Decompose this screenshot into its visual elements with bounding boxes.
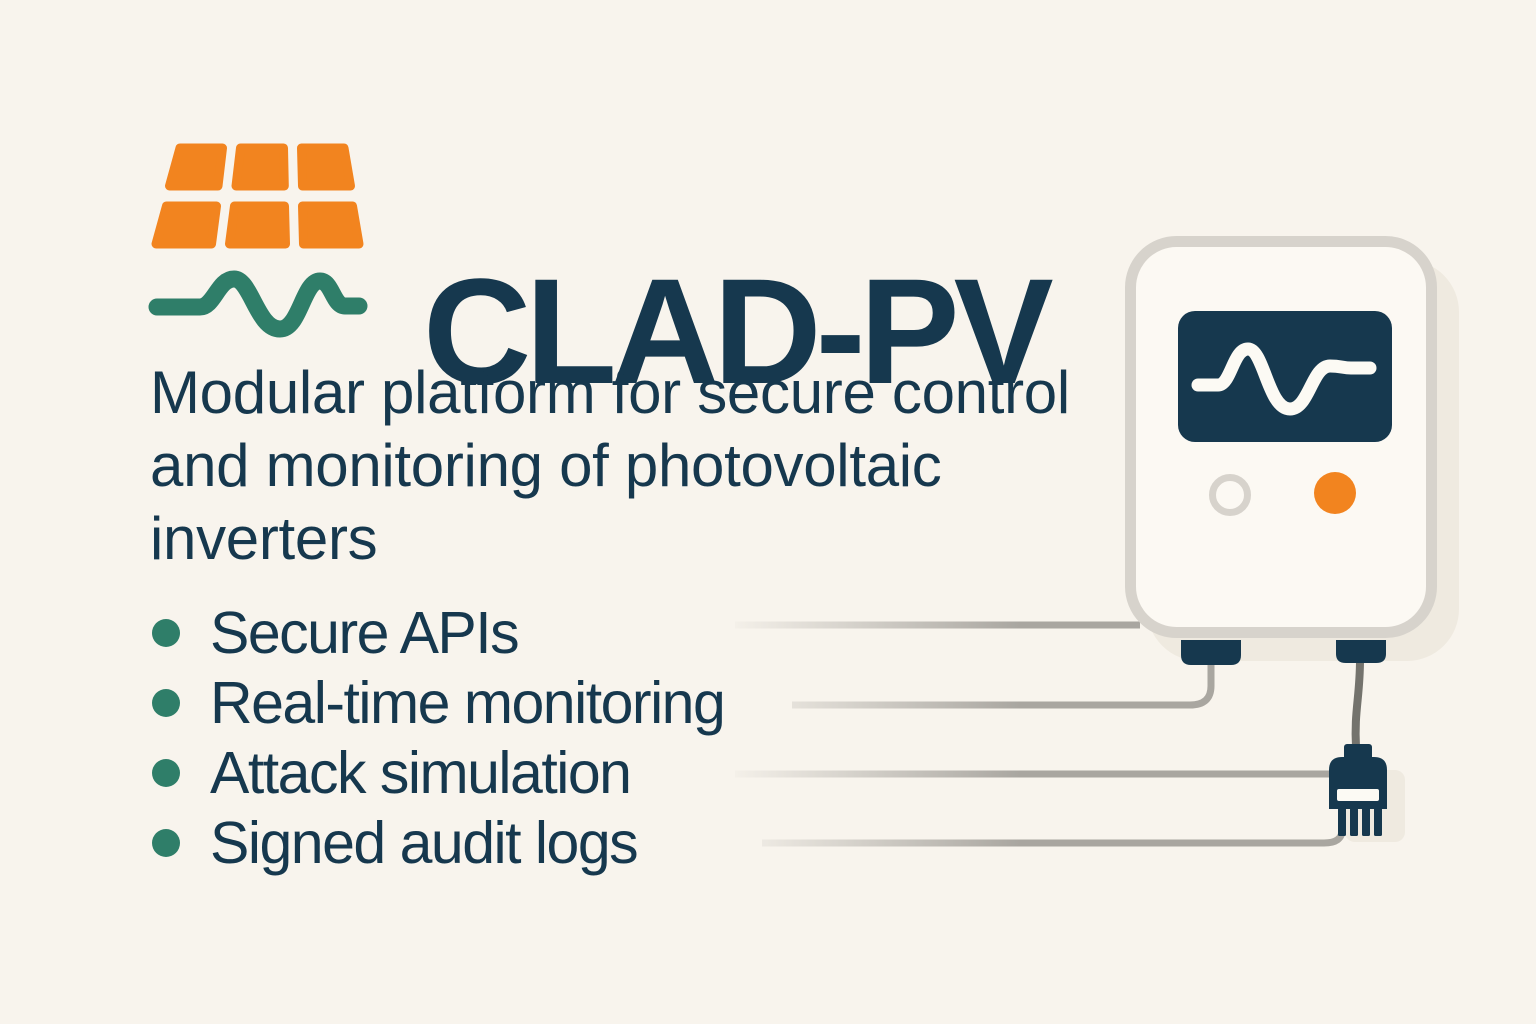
plug-prong (1362, 808, 1370, 836)
round-indicator-button (1209, 474, 1251, 516)
page-title: CLAD-PV (423, 246, 1054, 415)
plug-neck (1344, 744, 1372, 762)
list-item: Attack simulation (152, 738, 724, 808)
feature-list: Secure APIs Real-time monitoring Attack … (152, 598, 726, 878)
feature-label: Attack simulation (210, 740, 632, 806)
feature-label: Signed audit logs (210, 810, 639, 876)
inverter-screen (1178, 311, 1392, 442)
orange-status-led (1314, 472, 1356, 514)
list-item: Signed audit logs (152, 808, 724, 878)
power-plug-icon (1329, 744, 1387, 836)
bullet-dot-icon (152, 689, 180, 717)
plug-prong (1374, 808, 1382, 836)
plug-body (1329, 757, 1387, 809)
bullet-dot-icon (152, 759, 180, 787)
feature-label: Secure APIs (210, 600, 520, 666)
subtitle-line: Modular platform for secure control (150, 359, 1070, 426)
inverter-body (1125, 236, 1437, 638)
bullet-dot-icon (152, 829, 180, 857)
plug-slot (1337, 789, 1379, 801)
list-item: Real-time monitoring (152, 668, 726, 738)
mounting-foot-right (1336, 640, 1386, 663)
sine-wave-icon (1191, 342, 1377, 416)
mounting-foot-left (1181, 640, 1241, 665)
plug-prong (1338, 808, 1346, 836)
connector-line-4 (762, 829, 1346, 847)
list-item: Secure APIs (152, 598, 724, 668)
plug-prong (1350, 808, 1358, 836)
power-cable (1351, 656, 1364, 751)
bullet-dot-icon (152, 619, 180, 647)
clad-pv-logo (148, 143, 368, 338)
sine-wave-icon (148, 270, 368, 338)
drop-shadow (1147, 260, 1459, 661)
solar-panel-icon (151, 143, 364, 249)
subtitle-line: inverters (150, 505, 378, 572)
connector-line-2 (792, 662, 1215, 709)
feature-label: Real-time monitoring (210, 670, 726, 736)
drop-shadow (1345, 770, 1405, 842)
subtitle: Modular platform for secure control and … (150, 356, 1070, 575)
subtitle-line: and monitoring of photovoltaic (150, 432, 942, 499)
